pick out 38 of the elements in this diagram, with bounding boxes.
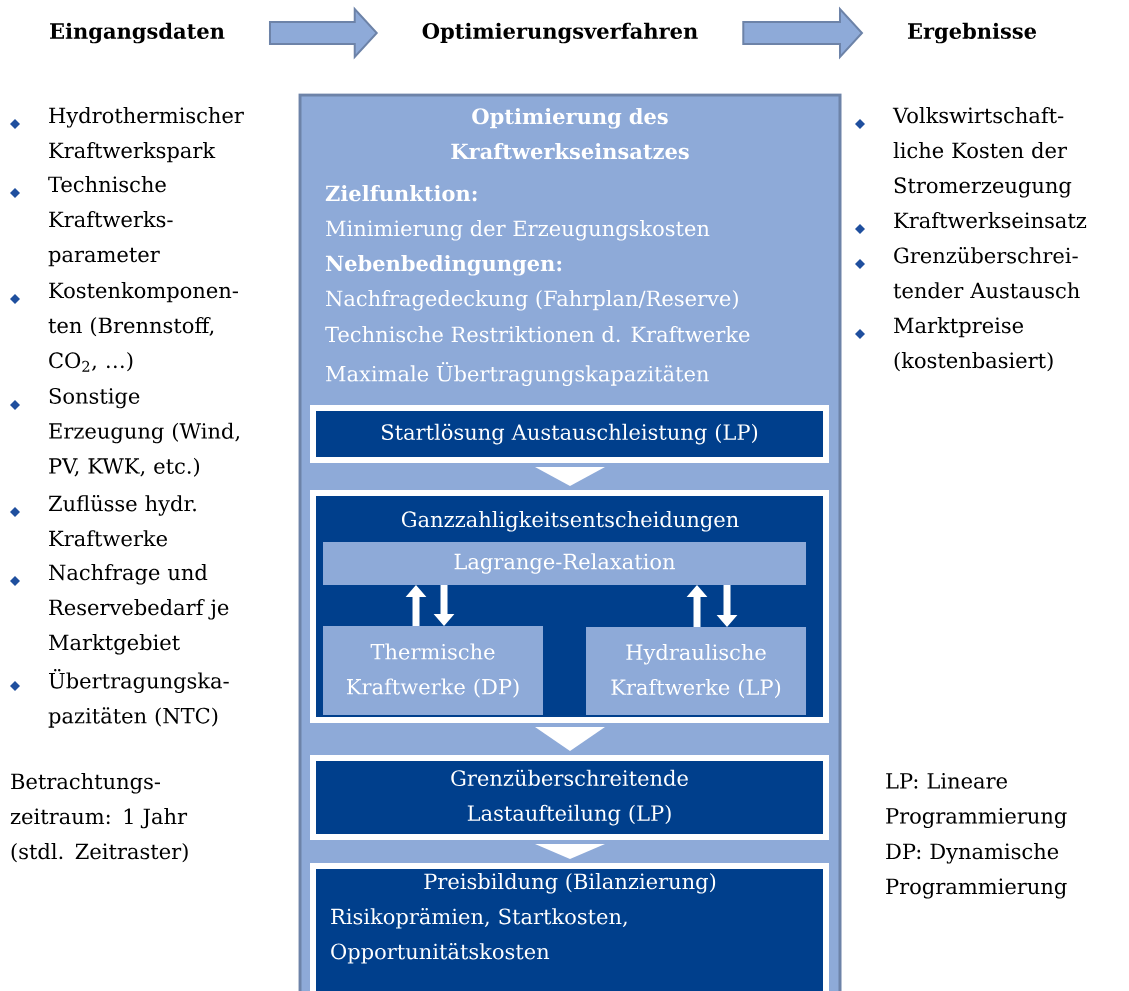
bullet-item: Übertragungska-pazitäten (NTC): [10, 669, 229, 728]
box-title: Ganzzahligkeitsentscheidungen: [401, 511, 739, 532]
subprocess-box: Lagrange-Relaxation: [323, 542, 806, 585]
bullet-item: Technische Kraftwerks-parameter: [10, 176, 173, 267]
subprocess-box: Thermische Kraftwerke (DP): [323, 626, 543, 715]
column-heading: Optimierungsverfahren: [422, 22, 698, 44]
constraint-text: Technische Restriktionen d. Kraftwerke: [325, 326, 750, 343]
bullet-item: Grenzüberschrei-tender Austausch: [855, 247, 1080, 299]
chevron-arrow: [535, 727, 605, 751]
note-text: LP: Lineare Programmierung: [886, 773, 1067, 829]
process-box: Startlösung Austauschleistung (LP): [310, 405, 829, 463]
column-heading: Eingangsdaten: [50, 22, 225, 44]
objective-text: Minimierung der Erzeugungskosten: [326, 220, 710, 241]
chevron-arrow: [535, 467, 605, 486]
box-title: Preisbildung (Bilanzierung): [424, 873, 716, 894]
subprocess-box: Hydraulische Kraftwerke (LP): [586, 627, 806, 715]
bullet-item: Volkswirtschaft-liche Kosten der Stromerzeugung: [855, 107, 1072, 198]
bullet-item: Zuflüsse hydr. Kraftwerke: [10, 495, 196, 547]
chevron-arrow: [535, 844, 605, 859]
constraint-text: Nachfragedeckung (Fahrplan/Reserve): [326, 290, 738, 311]
section-heading: Zielfunktion:: [325, 185, 477, 202]
block-arrow: [269, 6, 379, 60]
bullet-item: Kostenkomponen-ten (Brennstoff, CO$_{2}$, …): [10, 282, 238, 372]
constraint-text: Maximale Übertragungskapazitäten: [326, 362, 709, 386]
panel-title: Optimierung des Kraftwerkseinsatzes: [451, 108, 689, 160]
bullet-item: Hydrothermischer Kraftwerkspark: [10, 107, 244, 163]
note-text: DP: Dynamische Programmierung: [886, 843, 1067, 899]
block-arrow: [742, 6, 864, 60]
section-heading: Nebenbedingungen:: [325, 255, 562, 276]
bullet-item: Kraftwerkseinsatz: [855, 212, 1087, 234]
process-box: [310, 863, 829, 991]
process-box: Grenzüberschreitende Lastaufteilung (LP): [310, 755, 829, 840]
bullet-item: Marktpreise (kostenbasiert): [855, 317, 1053, 372]
note-text: Betrachtungs-zeitraum: 1 Jahr (stdl. Zeitraster): [10, 773, 188, 863]
bullet-item: Nachfrage und Reservebedarf je Marktgebiet: [10, 564, 229, 655]
box-text: Risikoprämien, Startkosten, Opportunitätskosten: [331, 908, 627, 964]
bullet-item: Sonstige Erzeugung (Wind, PV, KWK, etc.): [10, 388, 240, 477]
column-heading: Ergebnisse: [907, 22, 1037, 44]
